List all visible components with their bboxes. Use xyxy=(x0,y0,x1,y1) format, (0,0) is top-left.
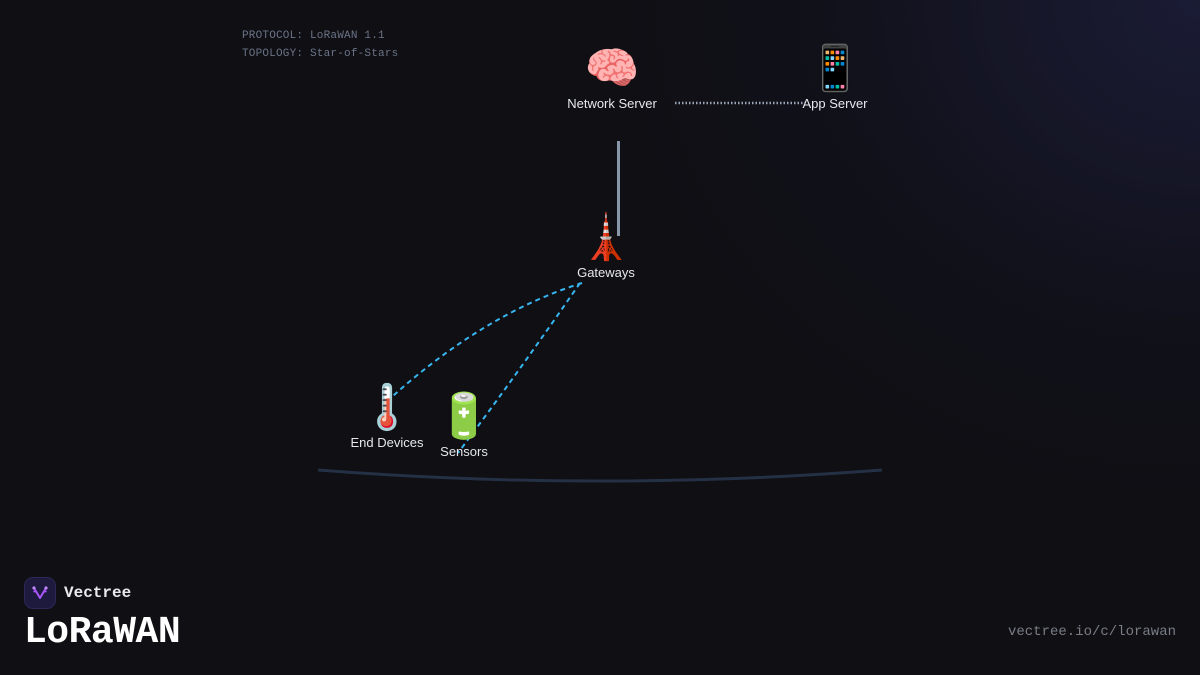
node-label: App Server xyxy=(802,96,868,111)
vectree-logo-icon xyxy=(24,577,56,609)
node-end-devices[interactable]: 🌡️ End Devices xyxy=(351,383,424,450)
node-sensors[interactable]: 🔋 Sensors xyxy=(437,392,492,459)
brand-name: Vectree xyxy=(64,584,132,602)
node-label: End Devices xyxy=(350,435,424,450)
brain-icon: 🧠 xyxy=(584,44,640,93)
ground-arc xyxy=(317,468,883,483)
diagram-meta: PROTOCOL: LoRaWAN 1.1 TOPOLOGY: Star-of-… xyxy=(242,27,398,63)
link-gateways-sensors xyxy=(457,282,581,454)
battery-icon: 🔋 xyxy=(436,392,492,441)
tower-icon: 🗼 xyxy=(578,213,634,262)
topology-text: TOPOLOGY: Star-of-Stars xyxy=(242,48,399,60)
node-gateways[interactable]: 🗼 Gateways xyxy=(577,213,635,280)
protocol-text: PROTOCOL: LoRaWAN 1.1 xyxy=(242,30,385,42)
node-network-server[interactable]: 🧠 Network Server xyxy=(567,44,657,111)
node-app-server[interactable]: 📱 App Server xyxy=(802,44,867,111)
node-label: Gateways xyxy=(577,265,635,280)
source-url[interactable]: vectree.io/c/lorawan xyxy=(1007,624,1176,640)
page-title: LoRaWAN xyxy=(24,611,181,654)
mobile-phone-icon: 📱 xyxy=(807,44,863,93)
thermometer-icon: 🌡️ xyxy=(359,383,415,432)
node-label: Sensors xyxy=(440,444,488,459)
link-gateways-end-devices xyxy=(382,282,583,406)
node-label: Network Server xyxy=(567,96,657,111)
brand: Vectree xyxy=(24,577,131,609)
